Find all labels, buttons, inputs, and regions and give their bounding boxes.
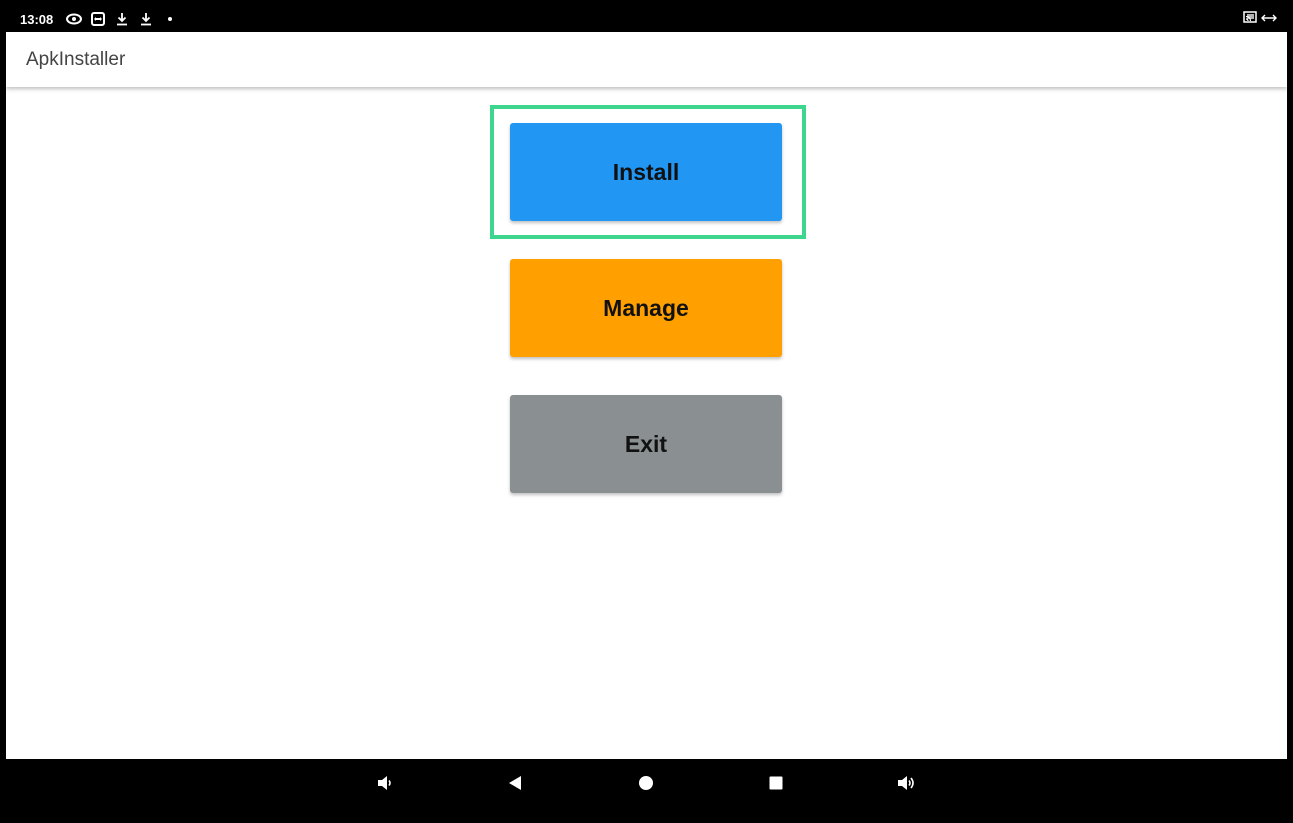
status-right-icons (1243, 11, 1277, 27)
install-button[interactable]: Install (510, 123, 782, 221)
status-bar: 13:08 (6, 6, 1287, 32)
volume-down-icon[interactable] (373, 771, 397, 795)
volume-up-icon[interactable] (894, 771, 918, 795)
cast-icon (1243, 10, 1257, 28)
status-time: 13:08 (20, 12, 54, 27)
app-bar: ApkInstaller (6, 32, 1287, 87)
download-icon (138, 11, 154, 27)
home-icon[interactable] (634, 771, 658, 795)
download-icon (114, 11, 130, 27)
eye-icon (66, 11, 82, 27)
recents-icon[interactable] (764, 771, 788, 795)
manage-button[interactable]: Manage (510, 259, 782, 357)
arrows-horizontal-icon (1261, 10, 1277, 28)
dot-icon (162, 11, 178, 27)
teamviewer-icon (90, 11, 106, 27)
navigation-bar (6, 759, 1287, 807)
app-title: ApkInstaller (26, 49, 126, 70)
exit-button[interactable]: Exit (510, 395, 782, 493)
main-content: Install Manage Exit (6, 87, 1287, 759)
back-icon[interactable] (503, 771, 527, 795)
